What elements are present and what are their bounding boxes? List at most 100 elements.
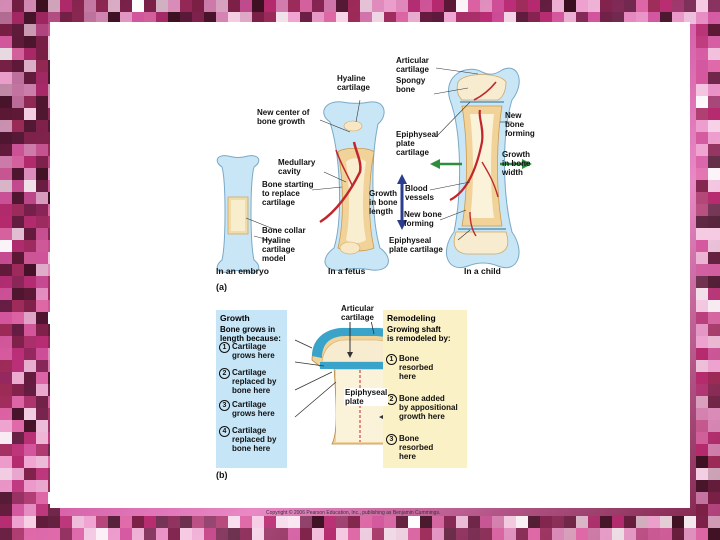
mosaic-tile <box>708 372 720 384</box>
mosaic-tile <box>12 312 24 324</box>
mosaic-tile <box>624 516 636 528</box>
mosaic-tile <box>36 144 48 156</box>
mosaic-tile <box>384 12 396 24</box>
mosaic-tile <box>12 84 24 96</box>
mosaic-tile <box>156 528 168 540</box>
mosaic-tile <box>0 144 12 156</box>
mosaic-tile <box>36 96 48 108</box>
mosaic-tile <box>0 408 12 420</box>
mosaic-tile <box>24 180 36 192</box>
mosaic-tile <box>36 228 48 240</box>
mosaic-tile <box>36 24 48 36</box>
mosaic-tile <box>684 528 696 540</box>
mosaic-tile <box>696 0 708 12</box>
mosaic-tile <box>324 528 336 540</box>
label-hyaline-cartilage: Hyaline cartilage <box>337 74 370 92</box>
mosaic-tile <box>48 12 60 24</box>
mosaic-tile <box>312 0 324 12</box>
mosaic-tile <box>492 0 504 12</box>
mosaic-tile <box>156 0 168 12</box>
mosaic-tile <box>24 444 36 456</box>
mosaic-tile <box>36 384 48 396</box>
mosaic-tile <box>0 420 12 432</box>
mosaic-tile <box>216 528 228 540</box>
mosaic-tile <box>264 528 276 540</box>
mosaic-tile <box>708 336 720 348</box>
label-articular-cartilage: Articular cartilage <box>396 56 429 74</box>
mosaic-tile <box>24 36 36 48</box>
mosaic-tile <box>564 12 576 24</box>
mosaic-tile <box>696 192 708 204</box>
mosaic-tile <box>708 24 720 36</box>
label-new-bone-forming-right: New bone forming <box>505 111 535 138</box>
mosaic-tile <box>0 396 12 408</box>
mosaic-tile <box>0 84 12 96</box>
mosaic-tile <box>708 384 720 396</box>
mosaic-tile <box>0 372 12 384</box>
mosaic-tile <box>696 204 708 216</box>
mosaic-tile <box>168 516 180 528</box>
label-bone-collar: Bone collar <box>262 226 306 235</box>
growth-box-title: Growth <box>220 313 250 323</box>
fetus-bone <box>319 101 389 271</box>
mosaic-tile <box>0 264 12 276</box>
mosaic-tile <box>12 108 24 120</box>
mosaic-tile <box>96 528 108 540</box>
mosaic-tile <box>0 492 12 504</box>
mosaic-tile <box>0 96 12 108</box>
mosaic-tile <box>36 192 48 204</box>
mosaic-tile <box>12 408 24 420</box>
mosaic-tile <box>36 264 48 276</box>
mosaic-tile <box>696 444 708 456</box>
child-bone <box>446 67 520 269</box>
mosaic-tile <box>204 528 216 540</box>
mosaic-tile <box>708 144 720 156</box>
mosaic-tile <box>24 228 36 240</box>
mosaic-tile <box>108 12 120 24</box>
mosaic-tile <box>324 12 336 24</box>
mosaic-tile <box>708 216 720 228</box>
mosaic-tile <box>396 12 408 24</box>
mosaic-tile <box>576 12 588 24</box>
mosaic-tile <box>0 432 12 444</box>
mosaic-tile <box>132 516 144 528</box>
mosaic-tile <box>708 72 720 84</box>
mosaic-tile <box>24 192 36 204</box>
mosaic-tile <box>0 528 12 540</box>
mosaic-tile <box>696 372 708 384</box>
mosaic-tile <box>240 12 252 24</box>
mosaic-tile <box>636 528 648 540</box>
mosaic-tile <box>24 468 36 480</box>
mosaic-tile <box>240 528 252 540</box>
mosaic-tile <box>36 132 48 144</box>
mosaic-tile <box>216 516 228 528</box>
mosaic-tile <box>204 0 216 12</box>
mosaic-tile <box>168 12 180 24</box>
mosaic-tile <box>564 528 576 540</box>
mosaic-tile <box>516 528 528 540</box>
mosaic-tile <box>708 324 720 336</box>
label-blood-vessels: Blood vessels <box>405 184 434 202</box>
mosaic-tile <box>12 516 24 528</box>
mosaic-tile <box>0 12 12 24</box>
mosaic-tile <box>696 432 708 444</box>
mosaic-tile <box>84 516 96 528</box>
mosaic-tile <box>0 240 12 252</box>
mosaic-tile <box>696 240 708 252</box>
mosaic-tile <box>72 528 84 540</box>
mosaic-tile <box>0 204 12 216</box>
mosaic-tile <box>696 360 708 372</box>
mosaic-tile <box>0 24 12 36</box>
mosaic-tile <box>348 528 360 540</box>
slide-panel: Articular cartilage Spongy bone Hyaline … <box>50 22 690 516</box>
mosaic-tile <box>24 528 36 540</box>
mosaic-tile <box>336 0 348 12</box>
mosaic-tile <box>228 528 240 540</box>
mosaic-tile <box>708 168 720 180</box>
mosaic-tile <box>708 480 720 492</box>
mosaic-tile <box>540 516 552 528</box>
mosaic-tile <box>588 12 600 24</box>
mosaic-tile <box>36 276 48 288</box>
